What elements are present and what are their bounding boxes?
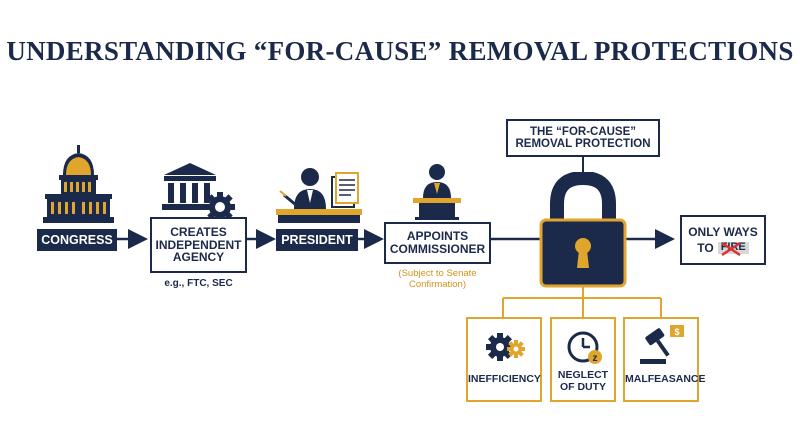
cause-label-inefficiency: INEFFICIENCY <box>468 373 541 385</box>
padlock-icon <box>539 172 627 288</box>
protection-line-2: REMOVAL PROTECTION <box>515 138 651 150</box>
red-x-icon <box>720 241 741 257</box>
cause-branch-lines <box>502 287 662 317</box>
cause-label-malfeasance: MALFEASANCE <box>625 373 706 385</box>
speaker-at-podium-icon <box>413 164 461 220</box>
protection-line-1: THE “FOR-CAUSE” <box>529 125 637 138</box>
president-label: PRESIDENT <box>276 229 358 251</box>
gears-icon <box>486 333 525 361</box>
note-line-1: (Subject to Senate <box>398 268 477 279</box>
neglect-line-2: OF DUTY <box>559 381 607 394</box>
cause-box-inefficiency: INEFFICIENCY <box>466 317 542 402</box>
agency-line-3: AGENCY <box>172 250 225 265</box>
to-word: TO <box>697 240 714 255</box>
government-building-gear-icon <box>162 163 235 221</box>
congress-label: CONGRESS <box>37 229 117 251</box>
only-ways-line-1: ONLY WAYS <box>688 224 758 239</box>
agency-line-2: INDEPENDENT <box>155 237 242 252</box>
only-ways-line-2: TO FIRE <box>697 240 749 257</box>
gavel-icon: $ <box>640 325 684 364</box>
only-ways-to-fire-box: ONLY WAYS TO FIRE <box>680 215 766 265</box>
cause-box-neglect-of-duty: z NEGLECT OF DUTY <box>550 317 616 402</box>
senate-confirmation-note: (Subject to Senate Confirmation) <box>380 268 495 291</box>
commissioner-line-1: APPOINTS <box>406 229 469 244</box>
president-at-desk-icon <box>276 168 362 223</box>
agency-line-1: CREATES <box>170 224 227 239</box>
clock-sleeping-icon: z <box>567 331 602 364</box>
note-line-2: Confirmation) <box>408 279 467 291</box>
for-cause-protection-box: THE “FOR-CAUSE” REMOVAL PROTECTION <box>506 119 660 157</box>
page-title: UNDERSTANDING “FOR-CAUSE” REMOVAL PROTEC… <box>6 36 794 66</box>
capitol-dome-icon <box>43 145 114 223</box>
fire-stamp: FIRE <box>717 241 749 257</box>
cause-label-neglect: NEGLECT OF DUTY <box>552 369 614 393</box>
svg-text:z: z <box>593 353 598 364</box>
agency-examples: e.g., FTC, SEC <box>164 278 233 289</box>
appoints-commissioner-box: APPOINTS COMMISSIONER <box>384 222 491 264</box>
cause-box-malfeasance: $ MALFEASANCE <box>623 317 706 402</box>
commissioner-line-2: COMMISSIONER <box>389 242 486 256</box>
neglect-line-1: NEGLECT <box>557 369 609 381</box>
svg-text:$: $ <box>674 327 679 337</box>
creates-agency-box: CREATES INDEPENDENT AGENCY <box>150 217 247 273</box>
